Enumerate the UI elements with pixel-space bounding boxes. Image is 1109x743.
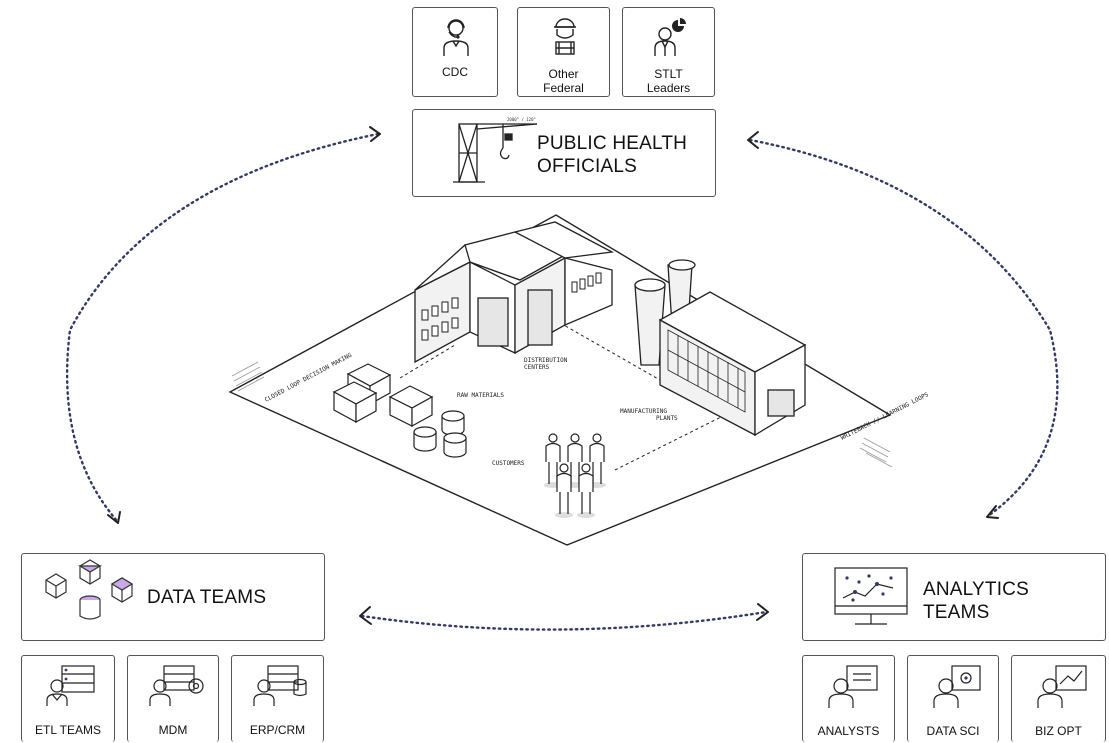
arrow-data-to-analytics: [360, 610, 768, 631]
analytics-teams-title-line2: TEAMS: [923, 602, 990, 623]
biz-opt-trend-icon: [1037, 665, 1087, 708]
arrow-officials-to-data-teams: [65, 132, 380, 524]
role-label-mdm: MDM: [158, 723, 188, 737]
role-label-stlt-leaders: STLT Leaders: [646, 67, 691, 95]
etl-server-person-icon: [46, 665, 95, 706]
barrels: [413, 410, 467, 458]
leader-chart-icon: [654, 18, 686, 56]
data-teams-card[interactable]: DATA TEAMS: [21, 553, 325, 641]
analyst-screen-person-icon: [828, 665, 878, 708]
crane-icon: 2000° / 120°: [453, 117, 538, 183]
analytics-teams-card[interactable]: ANALYTICS TEAMS: [802, 553, 1106, 641]
arrow-officials-to-analytics-teams: [748, 138, 1059, 518]
arrowhead-analytics-right: [756, 603, 769, 621]
label-manufacturing-2: PLANTS: [656, 415, 678, 422]
arrowhead-data-teams: [107, 511, 121, 524]
role-label-analysts: ANALYSTS: [817, 724, 880, 738]
raw-material-crates: [332, 363, 434, 428]
data-cubes-icon: [45, 559, 134, 620]
distribution-warehouse: [414, 221, 615, 364]
manufacturing-plant: [634, 259, 807, 437]
role-card-analysts[interactable]: ANALYSTS: [802, 655, 895, 742]
arrowhead-data-left: [359, 606, 372, 625]
label-raw-materials: RAW MATERIALS: [457, 392, 504, 399]
arrowhead-officials-left: [369, 126, 381, 142]
arrowhead-analytics-teams: [986, 505, 999, 519]
role-card-stlt-leaders[interactable]: STLT Leaders: [622, 7, 715, 97]
analytics-monitor-icon: [834, 567, 908, 625]
role-label-cdc: CDC: [442, 65, 468, 79]
public-health-title-line2: OFFICIALS: [537, 156, 637, 177]
crane-caption: 2000° / 120°: [507, 117, 536, 122]
public-health-officials-card[interactable]: 2000° / 120° PUBLIC HEALTH OFFICIALS: [412, 109, 716, 197]
motion-lines-left: [231, 361, 265, 392]
role-card-etl-teams[interactable]: ETL TEAMS: [21, 655, 115, 742]
analytics-teams-title-line1: ANALYTICS: [923, 579, 1029, 600]
role-card-cdc[interactable]: CDC: [412, 7, 498, 97]
data-scientist-icon: [933, 665, 981, 708]
public-health-title-line1: PUBLIC HEALTH: [537, 133, 688, 154]
role-label-biz-opt: BIZ OPT: [1035, 724, 1082, 738]
hardhat-worker-icon: [554, 18, 576, 55]
erp-database-person-icon: [253, 665, 307, 706]
data-teams-title: DATA TEAMS: [147, 587, 267, 608]
warehouse-windows: [421, 272, 602, 341]
arrowhead-officials-right: [747, 131, 759, 149]
customer-figures: [544, 433, 606, 518]
plant-window-grid: [667, 329, 746, 413]
label-distribution-2: CENTERS: [524, 364, 550, 371]
label-customers: CUSTOMERS: [492, 460, 525, 467]
headset-agent-icon: [443, 19, 469, 56]
role-card-mdm[interactable]: MDM: [127, 655, 219, 742]
role-card-biz-opt[interactable]: BIZ OPT: [1011, 655, 1106, 742]
role-card-erp-crm[interactable]: ERP/CRM: [231, 655, 324, 742]
role-label-etl-teams: ETL TEAMS: [34, 723, 102, 737]
role-card-other-federal[interactable]: Other Federal: [517, 7, 610, 97]
role-label-erp-crm: ERP/CRM: [249, 723, 306, 737]
label-distribution-1: DISTRIBUTION: [524, 357, 568, 364]
role-label-data-sci: DATA SCI: [926, 724, 980, 738]
mdm-gear-person-icon: [149, 665, 204, 706]
route-lines: [399, 319, 726, 471]
role-label-other-federal: Other Federal: [543, 67, 584, 95]
role-card-data-sci[interactable]: DATA SCI: [907, 655, 999, 742]
motion-lines-right: [859, 437, 893, 468]
label-manufacturing-1: MANUFACTURING: [620, 408, 667, 415]
